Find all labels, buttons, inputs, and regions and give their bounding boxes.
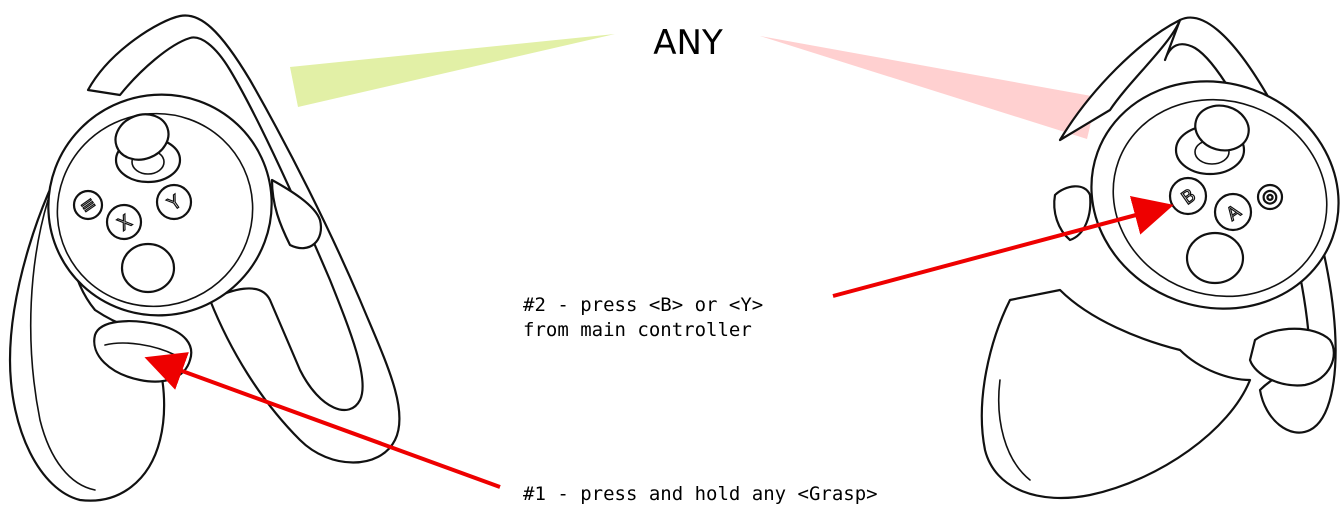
left-menu-button [72, 189, 104, 221]
right-grasp-button [1248, 327, 1335, 387]
right-home-button [1256, 183, 1284, 211]
step2-label-line2: from main controller [523, 319, 752, 341]
left-faceplate [56, 112, 254, 308]
right-highlight-beam [760, 36, 1097, 139]
right-ring-inner [1058, 18, 1182, 142]
left-thumbrest [120, 242, 176, 294]
step2-arrow [832, 195, 1174, 298]
left-grip [8, 148, 166, 502]
step2-label-line1: #2 - press <B> or <Y> [523, 294, 763, 316]
right-controller: B A ◎ [980, 16, 1340, 500]
left-grip-edge [29, 199, 96, 491]
step1-arrow [144, 352, 501, 489]
right-thumbstick-cap [1194, 104, 1250, 152]
step1-label: #1 - press and hold any <Grasp> [523, 483, 878, 505]
right-faceplate [1112, 98, 1328, 298]
left-trigger [270, 178, 323, 250]
left-tracking-ring [86, 14, 401, 464]
left-highlight-beam [290, 34, 615, 107]
left-thumbstick-cap [114, 113, 170, 161]
any-label: ANY [653, 23, 723, 63]
right-a-button [1213, 192, 1253, 232]
right-grip-edge [997, 379, 1031, 481]
right-trigger [1053, 185, 1092, 242]
left-controller: ≡ X Y [8, 14, 401, 502]
left-x-button [105, 203, 143, 241]
right-thumbrest [1185, 231, 1245, 285]
right-grip [980, 288, 1252, 500]
right-home-glyph: ◎ [1262, 186, 1278, 207]
left-y-button [155, 183, 193, 221]
